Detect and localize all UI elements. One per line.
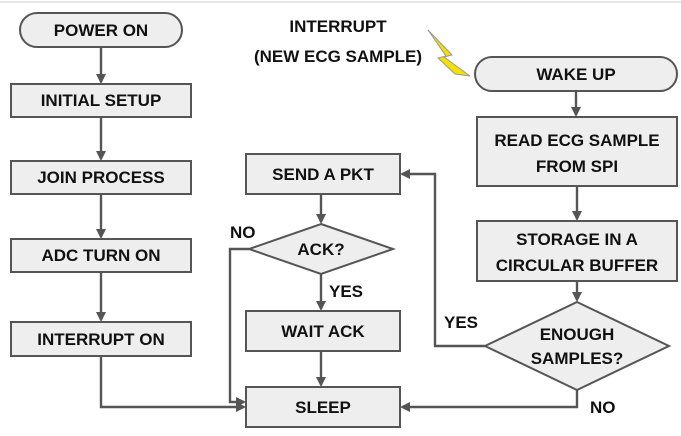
storage-label-line2: CIRCULAR BUFFER [496, 256, 658, 275]
read-ecg-label-line2: FROM SPI [536, 157, 618, 176]
wait-ack-node [245, 310, 401, 352]
initial-setup-label: INITIAL SETUP [41, 91, 162, 110]
ack-no-label: NO [230, 223, 256, 242]
join-process-label: JOIN PROCESS [37, 168, 165, 187]
ack-yes-label: YES [329, 282, 363, 301]
sleep-node [245, 386, 401, 428]
adc-turn-on-label: ADC TURN ON [42, 246, 161, 265]
enough-label-line2: SAMPLES? [531, 349, 624, 368]
storage-label-line1: STORAGE IN A [516, 230, 638, 249]
enough-samples-decision-node [482, 300, 672, 392]
arrow-enough-no-to-sleep [400, 390, 579, 412]
wake-up-label: WAKE UP [536, 65, 615, 84]
interrupt-label-line2: (NEW ECG SAMPLE) [254, 47, 422, 66]
lightning-bolt-icon [427, 29, 471, 77]
arrow-ack-no-to-sleep [228, 247, 249, 407]
wait-ack-label: WAIT ACK [281, 322, 365, 341]
enough-yes-label: YES [444, 313, 478, 332]
read-ecg-label-line1: READ ECG SAMPLE [494, 131, 659, 150]
storage-node [476, 220, 678, 282]
enough-no-label: NO [590, 398, 616, 417]
enough-label-line1: ENOUGH [540, 325, 615, 344]
interrupt-on-label: INTERRUPT ON [37, 330, 165, 349]
arrow-enough-yes-to-send [400, 169, 485, 348]
sleep-label: SLEEP [295, 398, 351, 417]
adc-turn-on-node [10, 238, 192, 273]
arrow-interrupt-to-sleep [99, 356, 246, 412]
power-on-label: POWER ON [54, 21, 148, 40]
ack-decision-label: ACK? [297, 240, 344, 259]
send-pkt-label: SEND A PKT [272, 165, 374, 184]
interrupt-label-line1: INTERRUPT [289, 17, 387, 36]
initial-setup-node [10, 83, 192, 118]
